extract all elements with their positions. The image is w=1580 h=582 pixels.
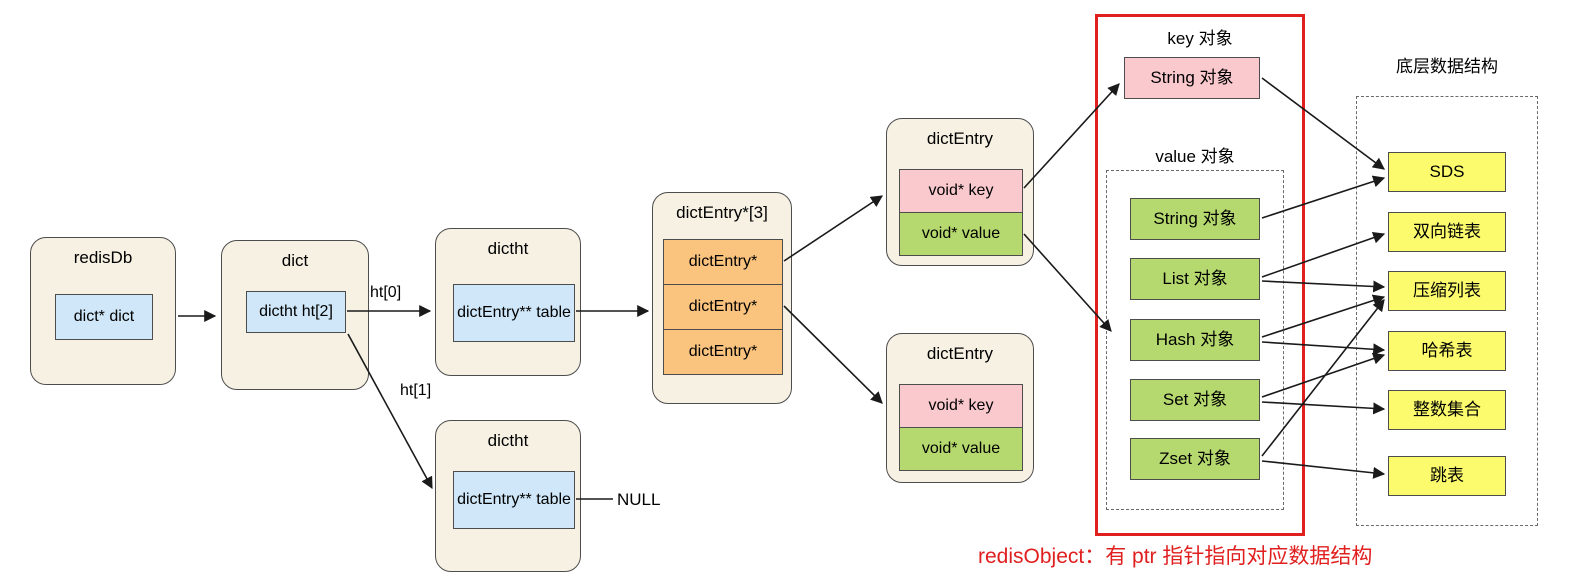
value-object-group-label: value 对象 — [1155, 147, 1235, 166]
underlying-intset: 整数集合 — [1388, 390, 1506, 430]
redisdb-node: redisDb dict* dict — [30, 237, 176, 385]
redisdb-dict-field: dict* dict — [55, 294, 153, 340]
value-object-hash: Hash 对象 — [1130, 319, 1260, 361]
value-object-set: Set 对象 — [1130, 379, 1260, 421]
dictentry-bottom-title: dictEntry — [926, 344, 994, 363]
null-label: NULL — [617, 490, 661, 509]
value-object-list: List 对象 — [1130, 258, 1260, 300]
redisobject-caption: redisObject：有 ptr 指针指向对应数据结构 — [978, 545, 1373, 568]
ht0-label: ht[0] — [370, 284, 402, 301]
dict-title: dict — [281, 251, 309, 270]
ht1-label: ht[1] — [400, 382, 432, 399]
key-string-object: String 对象 — [1124, 57, 1260, 99]
dictentry-array-title: dictEntry*[3] — [676, 203, 768, 222]
arrow-cell0-to-dictentry-top — [783, 195, 884, 262]
dictht-bottom-node: dictht dictEntry** table — [435, 420, 581, 572]
redisdb-title: redisDb — [73, 248, 133, 267]
value-object-zset: Zset 对象 — [1130, 438, 1260, 480]
dictht-top-node: dictht dictEntry** table — [435, 228, 581, 376]
dictentry-top-node: dictEntry void* key void* value — [886, 118, 1034, 266]
dictht-top-table-field: dictEntry** table — [453, 284, 575, 342]
dictentry-top-key-cell: void* key — [899, 169, 1023, 213]
dictht-bottom-title: dictht — [487, 431, 529, 450]
underlying-ziplist: 压缩列表 — [1388, 271, 1506, 311]
dictentry-bottom-node: dictEntry void* key void* value — [886, 333, 1034, 483]
dictht-top-title: dictht — [487, 239, 529, 258]
key-object-group-label: key 对象 — [1167, 29, 1233, 48]
dictht-bottom-table-field: dictEntry** table — [453, 471, 575, 529]
underlying-skiplist: 跳表 — [1388, 456, 1506, 496]
dict-ht-field: dictht ht[2] — [246, 291, 346, 333]
dictentry-bottom-key-cell: void* key — [899, 384, 1023, 428]
dict-node: dict dictht ht[2] — [221, 240, 369, 390]
value-object-string: String 对象 — [1130, 198, 1260, 240]
dictentry-top-title: dictEntry — [926, 129, 994, 148]
dictentry-array-node: dictEntry*[3] dictEntry* dictEntry* dict… — [652, 192, 792, 404]
dictentry-array-cell-0: dictEntry* — [663, 239, 783, 285]
underlying-hashtable: 哈希表 — [1388, 331, 1506, 371]
dictentry-array-cell-2: dictEntry* — [663, 329, 783, 375]
dictentry-array-cell-1: dictEntry* — [663, 284, 783, 330]
dictentry-bottom-value-cell: void* value — [899, 427, 1023, 471]
dictentry-top-value-cell: void* value — [899, 212, 1023, 256]
underlying-sds: SDS — [1388, 152, 1506, 192]
arrow-cell1-to-dictentry-bottom — [783, 305, 883, 404]
underlying-linkedlist: 双向链表 — [1388, 212, 1506, 252]
underlying-structures-label: 底层数据结构 — [1396, 57, 1498, 76]
